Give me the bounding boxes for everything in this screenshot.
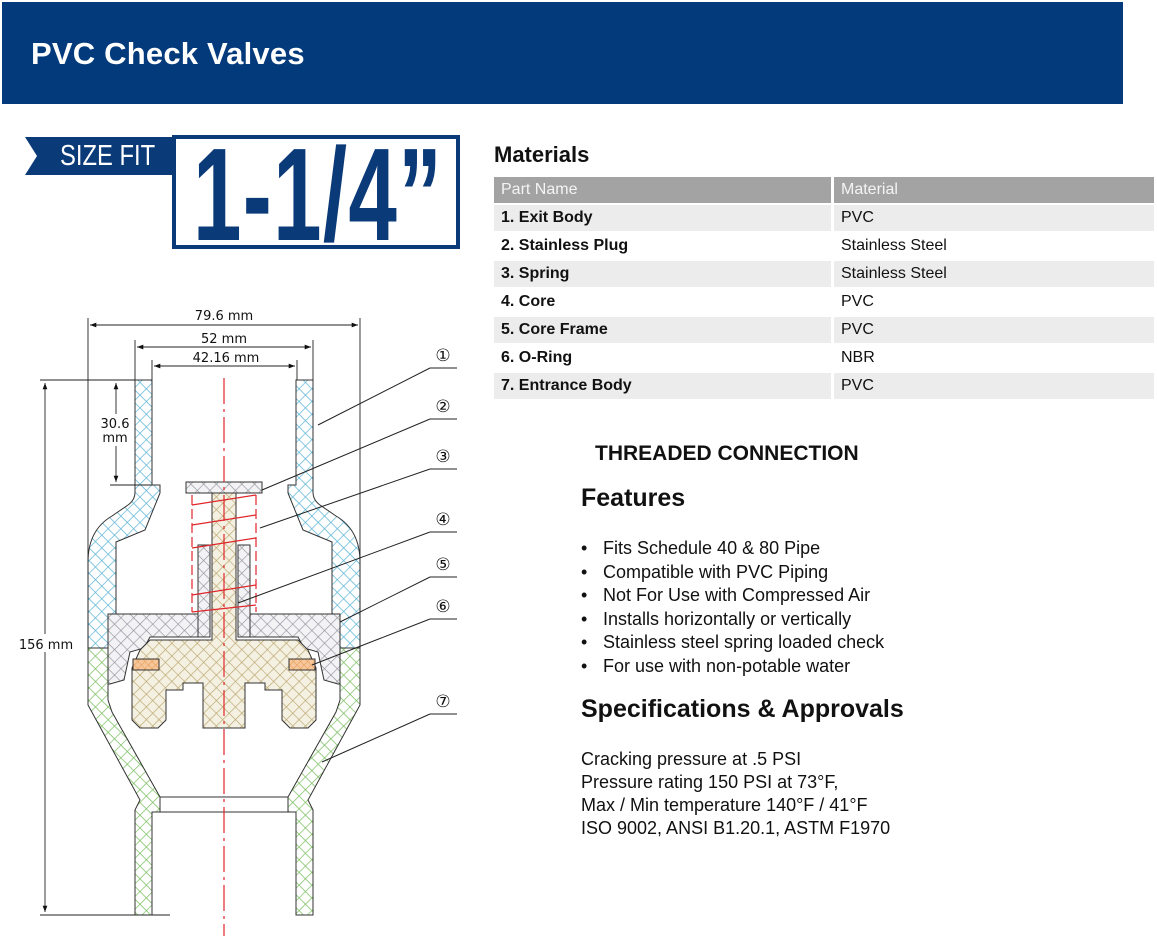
part-material: Stainless Steel — [832, 232, 1157, 261]
part-name: 7. Entrance Body — [494, 372, 834, 401]
part-material: PVC — [832, 372, 1157, 401]
callout-1: ① — [435, 346, 450, 366]
part-name: 2. Stainless Plug — [494, 232, 834, 261]
part-name: 3. Spring — [494, 260, 834, 289]
list-item: • For use with non-potable water — [581, 655, 884, 679]
list-item: • Installs horizontally or vertically — [581, 608, 884, 632]
callout-7: ⑦ — [435, 692, 450, 712]
part-material: NBR — [832, 344, 1157, 373]
column-header-material: Material — [832, 177, 1157, 205]
bullet-icon: • — [581, 655, 588, 676]
spec-line: ISO 9002, ANSI B1.20.1, ASTM F1970 — [581, 818, 891, 838]
exit-body-left — [87, 379, 161, 649]
part-material: Stainless Steel — [832, 260, 1157, 289]
size-box — [172, 135, 460, 249]
frame-sleeve-left — [197, 544, 211, 638]
list-item: • Stainless steel spring loaded check — [581, 631, 884, 655]
list-item: • Fits Schedule 40 & 80 Pipe — [581, 537, 884, 561]
dim-height: 156 mm — [19, 638, 73, 653]
features-list: • Fits Schedule 40 & 80 Pipe • Compatible … — [581, 537, 884, 678]
part-name: 4. Core — [494, 288, 834, 317]
size-value: 1-1/4” — [193, 121, 444, 268]
materials-heading: Materials — [494, 142, 590, 167]
size-fit-ribbon — [25, 137, 175, 175]
feature-text: Fits Schedule 40 & 80 Pipe — [603, 538, 821, 558]
part-name: 5. Core Frame — [494, 316, 834, 345]
bullet-icon: • — [581, 538, 588, 558]
feature-text: Installs horizontally or vertically — [603, 608, 852, 629]
connection-type: THREADED CONNECTION — [595, 442, 859, 465]
feature-text: Compatible with PVC Piping — [603, 561, 829, 582]
list-item: • Not For Use with Compressed Air — [581, 584, 884, 608]
bullet-icon: • — [581, 632, 588, 652]
features-heading: Features — [581, 484, 686, 512]
feature-text: Stainless steel spring loaded check — [603, 632, 885, 652]
header-banner: PVC Check Valves — [2, 2, 1123, 104]
size-fit-label: SIZE FIT — [60, 140, 156, 172]
callout-3: ③ — [435, 447, 450, 467]
valve-cross-section-diagram: 79.6 mm 52 mm 42.16 mm 30.6 mm 156 mm ① … — [18, 309, 457, 936]
callout-4: ④ — [435, 510, 450, 530]
bullet-icon: • — [581, 608, 588, 629]
specs-list: Cracking pressure at .5 PSI Pressure rat… — [581, 748, 890, 840]
dim-socket-depth-unit: mm — [102, 431, 127, 446]
frame-sleeve-right — [237, 544, 251, 638]
part-material: PVC — [832, 316, 1157, 345]
dim-socket-depth-value: 30.6 — [101, 417, 130, 432]
callout-6: ⑥ — [435, 597, 450, 617]
list-item: • Compatible with PVC Piping — [581, 561, 884, 585]
bullet-icon: • — [581, 585, 588, 605]
spec-line: Cracking pressure at .5 PSI — [581, 749, 802, 769]
bullet-icon: • — [581, 561, 588, 582]
exit-body-right — [287, 379, 361, 649]
part-name: 1. Exit Body — [494, 204, 834, 233]
callout-2: ② — [435, 397, 450, 417]
column-header-part: Part Name — [494, 177, 834, 205]
spec-line: Max / Min temperature 140°F / 41°F — [581, 795, 868, 815]
o-ring-left — [132, 658, 160, 671]
page-title: PVC Check Valves — [31, 36, 305, 71]
callout-5: ⑤ — [435, 555, 450, 575]
part-material: PVC — [832, 204, 1157, 233]
spec-line: Pressure rating 150 PSI at 73°F, — [581, 772, 839, 792]
feature-text: For use with non-potable water — [603, 655, 851, 676]
part-name: 6. O-Ring — [494, 344, 834, 373]
specs-heading: Specifications & Approvals — [581, 695, 904, 723]
part-material: PVC — [832, 288, 1157, 317]
dim-thread-inner: 42.16 mm — [193, 351, 260, 366]
dim-thread-outer: 52 mm — [201, 332, 247, 347]
table-header-row: Part Name Material — [494, 177, 1157, 205]
o-ring-right — [288, 658, 316, 671]
feature-text: Not For Use with Compressed Air — [603, 585, 871, 605]
dim-outer-width: 79.6 mm — [195, 309, 253, 324]
